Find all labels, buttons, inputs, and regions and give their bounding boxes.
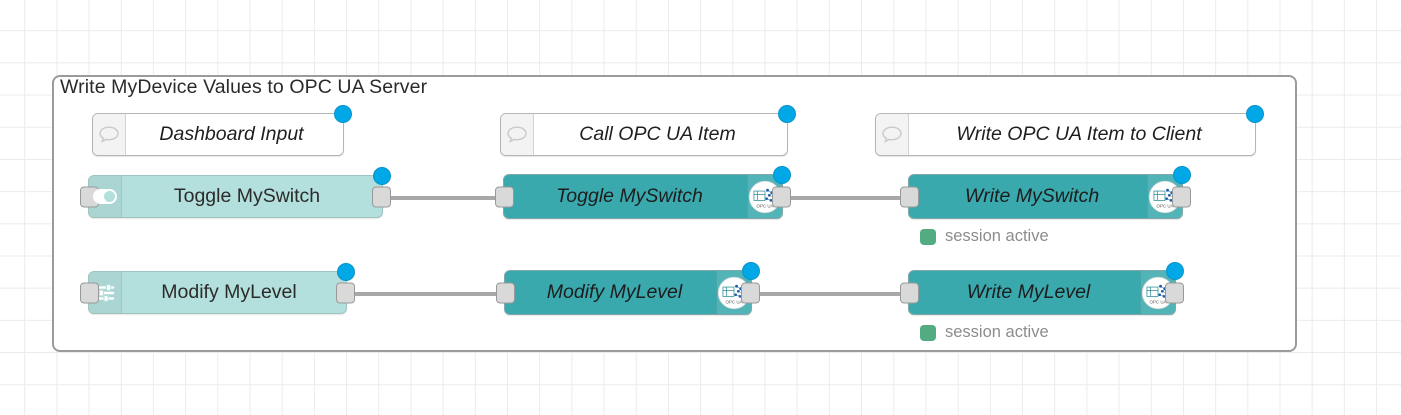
node-label: Toggle MySwitch [173, 185, 321, 207]
node-output-port[interactable] [1172, 186, 1191, 207]
node-label: Modify MyLevel [161, 281, 297, 303]
opcua-item-node-toggle-myswitch[interactable]: Toggle MySwitch [495, 166, 791, 219]
node-status-dot[interactable] [1246, 105, 1264, 123]
node-input-port[interactable] [496, 282, 515, 303]
comment-node-write-opc-ua-item-to-client[interactable]: Write OPC UA Item to Client [875, 105, 1264, 156]
wire-opcua-to-write-level[interactable] [752, 292, 908, 296]
status-label: session active [945, 323, 1049, 341]
node-label: Modify MyLevel [546, 281, 683, 303]
node-output-port[interactable] [741, 282, 760, 303]
dashboard-slider-node-modify-mylevel[interactable]: Modify MyLevel [80, 263, 355, 314]
dashboard-switch-node-toggle-myswitch[interactable]: Toggle MySwitch [80, 167, 391, 218]
node-label: Write MyLevel [966, 281, 1091, 303]
node-input-port[interactable] [900, 186, 919, 207]
node-status-dot[interactable] [773, 166, 791, 184]
opc-ua-logo-text: OPC UA [757, 203, 774, 208]
status-label: session active [945, 227, 1049, 245]
comment-bubble-icon [93, 114, 126, 155]
node-status-session-active-level: session active [920, 323, 1049, 342]
wire-toggle-to-opcua[interactable] [383, 196, 503, 200]
node-output-port[interactable] [772, 186, 791, 207]
opcua-item-node-modify-mylevel[interactable]: Modify MyLevel [496, 262, 760, 315]
node-status-dot[interactable] [334, 105, 352, 123]
comment-node-label: Call OPC UA Item [579, 123, 736, 145]
comment-node-label: Dashboard Input [159, 123, 304, 145]
wire-level-to-opcua[interactable] [347, 292, 504, 296]
node-status-session-active-switch: session active [920, 227, 1049, 246]
node-input-port[interactable] [495, 186, 514, 207]
opc-ua-logo-text: OPC UA [726, 299, 743, 304]
node-input-port[interactable] [900, 282, 919, 303]
comment-node-dashboard-input[interactable]: Dashboard Input [92, 105, 352, 156]
comment-node-call-opc-ua-item[interactable]: Call OPC UA Item [500, 105, 796, 156]
opc-ua-logo-text: OPC UA [1150, 299, 1167, 304]
node-output-port[interactable] [1165, 282, 1184, 303]
opcua-client-node-write-mylevel[interactable]: Write MyLevel [900, 262, 1184, 315]
toggle-switch-icon [89, 176, 122, 217]
comment-bubble-icon [876, 114, 909, 155]
node-label: Toggle MySwitch [556, 185, 703, 207]
node-status-dot[interactable] [1166, 262, 1184, 280]
comment-bubble-icon [501, 114, 534, 155]
node-output-port[interactable] [336, 282, 355, 303]
node-output-port[interactable] [372, 186, 391, 207]
status-indicator-dot [920, 324, 936, 341]
comment-node-label: Write OPC UA Item to Client [956, 123, 1202, 145]
opcua-client-node-write-myswitch[interactable]: Write MySwitch [900, 166, 1191, 219]
node-status-dot[interactable] [778, 105, 796, 123]
flow-group-title: Write MyDevice Values to OPC UA Server [60, 76, 428, 98]
opc-ua-logo-icon: OPC UA [1140, 271, 1175, 314]
status-indicator-dot [920, 228, 936, 245]
wire-opcua-to-write-switch[interactable] [783, 196, 907, 200]
node-status-dot[interactable] [1173, 166, 1191, 184]
node-status-dot[interactable] [373, 167, 391, 185]
node-status-dot[interactable] [337, 263, 355, 281]
node-input-port[interactable] [80, 282, 99, 303]
node-status-dot[interactable] [742, 262, 760, 280]
opc-ua-logo-text: OPC UA [1157, 203, 1174, 208]
node-label: Write MySwitch [964, 185, 1100, 207]
